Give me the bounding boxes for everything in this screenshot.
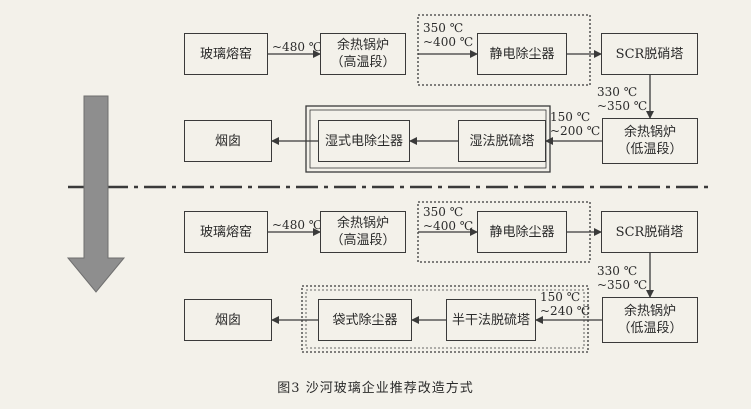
s1-temp-whb-desulf: 150 ℃ ~200 ℃ <box>550 110 601 138</box>
s1-chimney-box: 烟囱 <box>184 120 272 162</box>
s2-bag-filter-box: 袋式除尘器 <box>318 299 412 341</box>
dotted-frame-top <box>417 14 591 86</box>
s1-glass-furnace-box: 玻璃熔窑 <box>184 33 268 75</box>
s2-temp-whb-desulf: 150 ℃ ~240 ℃ <box>540 290 591 318</box>
s1-temp-scr-whb: 330 ℃ ~350 ℃ <box>597 85 648 113</box>
s1-temp-whb-esp: 350 ℃ ~400 ℃ <box>423 21 474 49</box>
s2-chimney-box: 烟囱 <box>184 299 272 341</box>
figure-caption: 图3 沙河玻璃企业推荐改造方式 <box>277 381 474 396</box>
s2-whb-low-box: 余热锅炉 （低温段） <box>602 297 698 343</box>
s2-whb-high-box: 余热锅炉 （高温段） <box>320 211 406 253</box>
s1-wet-esp-box: 湿式电除尘器 <box>318 120 410 162</box>
s1-temp-furnace-whb: ~480 ℃ <box>272 40 323 54</box>
s1-esp-box: 静电除尘器 <box>477 33 567 75</box>
s2-glass-furnace-box: 玻璃熔窑 <box>184 211 268 253</box>
s1-whb-high-box: 余热锅炉 （高温段） <box>320 33 406 75</box>
s1-whb-low-box: 余热锅炉 （低温段） <box>602 118 698 164</box>
s2-esp-box: 静电除尘器 <box>477 211 567 253</box>
s1-wet-desulf-box: 湿法脱硫塔 <box>458 120 546 162</box>
s2-temp-whb-esp: 350 ℃ ~400 ℃ <box>423 205 474 233</box>
s2-scr-box: SCR脱硝塔 <box>601 211 698 253</box>
big-down-arrow-icon <box>66 95 126 293</box>
s2-temp-scr-whb: 330 ℃ ~350 ℃ <box>597 264 648 292</box>
s2-semidry-desulf-box: 半干法脱硫塔 <box>446 299 536 341</box>
s2-temp-furnace-whb: ~480 ℃ <box>272 218 323 232</box>
s1-scr-box: SCR脱硝塔 <box>601 33 698 75</box>
